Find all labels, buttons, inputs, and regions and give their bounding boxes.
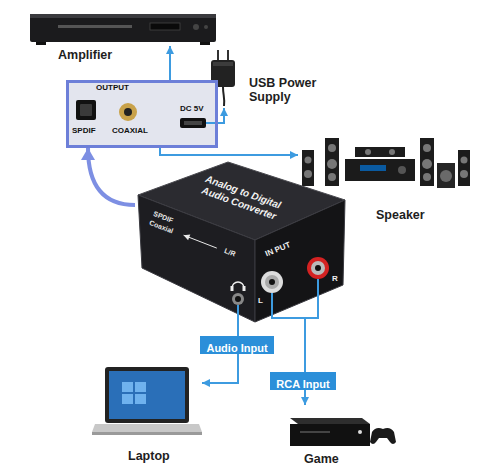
speaker-device: Speaker	[298, 128, 473, 190]
arrow-head	[166, 46, 174, 54]
node-label: OUTPUT	[96, 83, 129, 92]
node-label: Amplifier	[58, 48, 112, 62]
arrow-head	[220, 108, 228, 116]
connector-line	[88, 148, 135, 205]
connector	[160, 148, 298, 159]
input-tag: RCA Input	[270, 372, 336, 390]
arrow-head	[202, 379, 210, 387]
node-label: SPDIF	[72, 126, 96, 135]
arrow-head	[301, 397, 309, 405]
connector	[301, 390, 309, 405]
connector-line	[202, 354, 238, 383]
connector	[202, 354, 238, 387]
node-label: L/R	[223, 247, 236, 259]
output-panel-illustration	[66, 80, 218, 148]
input-tag: Audio Input	[200, 336, 274, 354]
arrow-head	[81, 148, 95, 160]
laptop-device: Laptop	[92, 365, 202, 445]
output-panel: OUTPUT SPDIF COAXIAL DC 5V	[66, 80, 218, 148]
power-supply-device: USB Power Supply	[205, 48, 243, 108]
node-label: COAXIAL	[112, 126, 148, 135]
node-label: IN PUT	[264, 240, 292, 258]
node-label: Analog to Digital Audio Converter	[190, 170, 292, 227]
node-label: USB Power Supply	[249, 76, 324, 104]
game-console-device: Game	[282, 405, 397, 450]
speaker-illustration	[302, 138, 470, 188]
connector	[166, 46, 174, 80]
connector-line	[160, 148, 298, 155]
node-label: R	[332, 274, 338, 283]
connector-line	[237, 327, 239, 336]
node-label: Game	[304, 452, 339, 466]
amplifier-illustration	[30, 14, 216, 45]
amplifier-device: Amplifier	[28, 10, 218, 46]
node-label: Laptop	[128, 449, 170, 463]
tag-label: Audio Input	[206, 341, 267, 355]
laptop-illustration	[92, 367, 202, 435]
tag-label: RCA Input	[276, 377, 329, 391]
connector-line	[304, 327, 306, 372]
converter-box: Analog to Digital Audio ConverterSPDIFCo…	[135, 162, 350, 327]
node-label: DC 5V	[180, 104, 204, 113]
node-label: Speaker	[376, 208, 425, 222]
connector	[305, 327, 306, 372]
node-label: L	[258, 296, 263, 305]
game-console-illustration	[290, 418, 396, 446]
connector	[81, 148, 135, 205]
connector	[218, 108, 228, 123]
connector	[238, 327, 239, 336]
converter-illustration	[138, 162, 345, 327]
arrow-head	[290, 151, 298, 159]
